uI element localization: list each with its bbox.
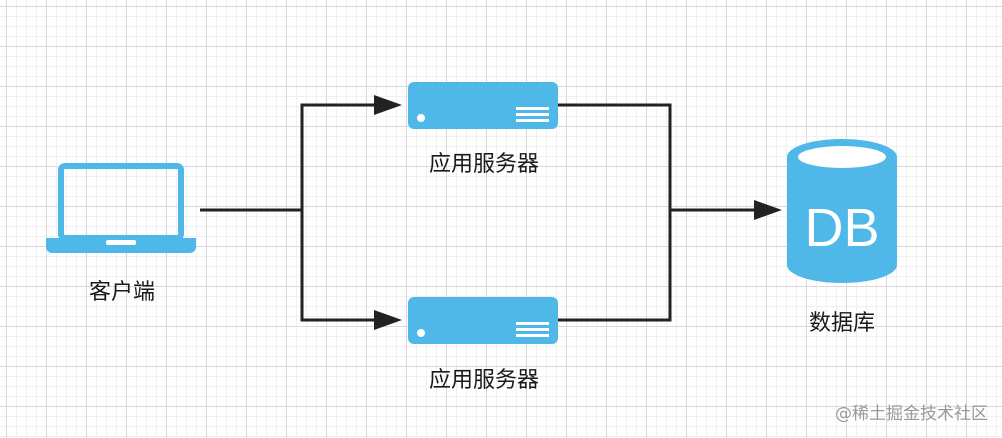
arrowhead-server-bottom: [374, 310, 402, 330]
client-label: 客户端: [88, 280, 156, 305]
edge-client-to-server-bottom: [200, 208, 374, 322]
server-bottom-label: 应用服务器: [428, 368, 540, 393]
database-label: 数据库: [808, 311, 876, 336]
server-icon: [408, 297, 558, 344]
watermark: @稀土掘金技术社区: [835, 404, 988, 424]
connectors: [200, 103, 754, 322]
laptop-icon: [46, 163, 196, 253]
database-icon-text: DB: [804, 198, 879, 258]
arrowhead-server-top: [374, 95, 402, 115]
edge-client-to-server-top: [200, 103, 374, 212]
arrowheads: [374, 95, 782, 330]
edge-server-top-to-junction: [558, 103, 672, 322]
arrowhead-database: [754, 200, 782, 220]
database-icon: DB: [787, 139, 897, 283]
server-top-label: 应用服务器: [428, 152, 540, 177]
server-icon: [408, 82, 558, 129]
